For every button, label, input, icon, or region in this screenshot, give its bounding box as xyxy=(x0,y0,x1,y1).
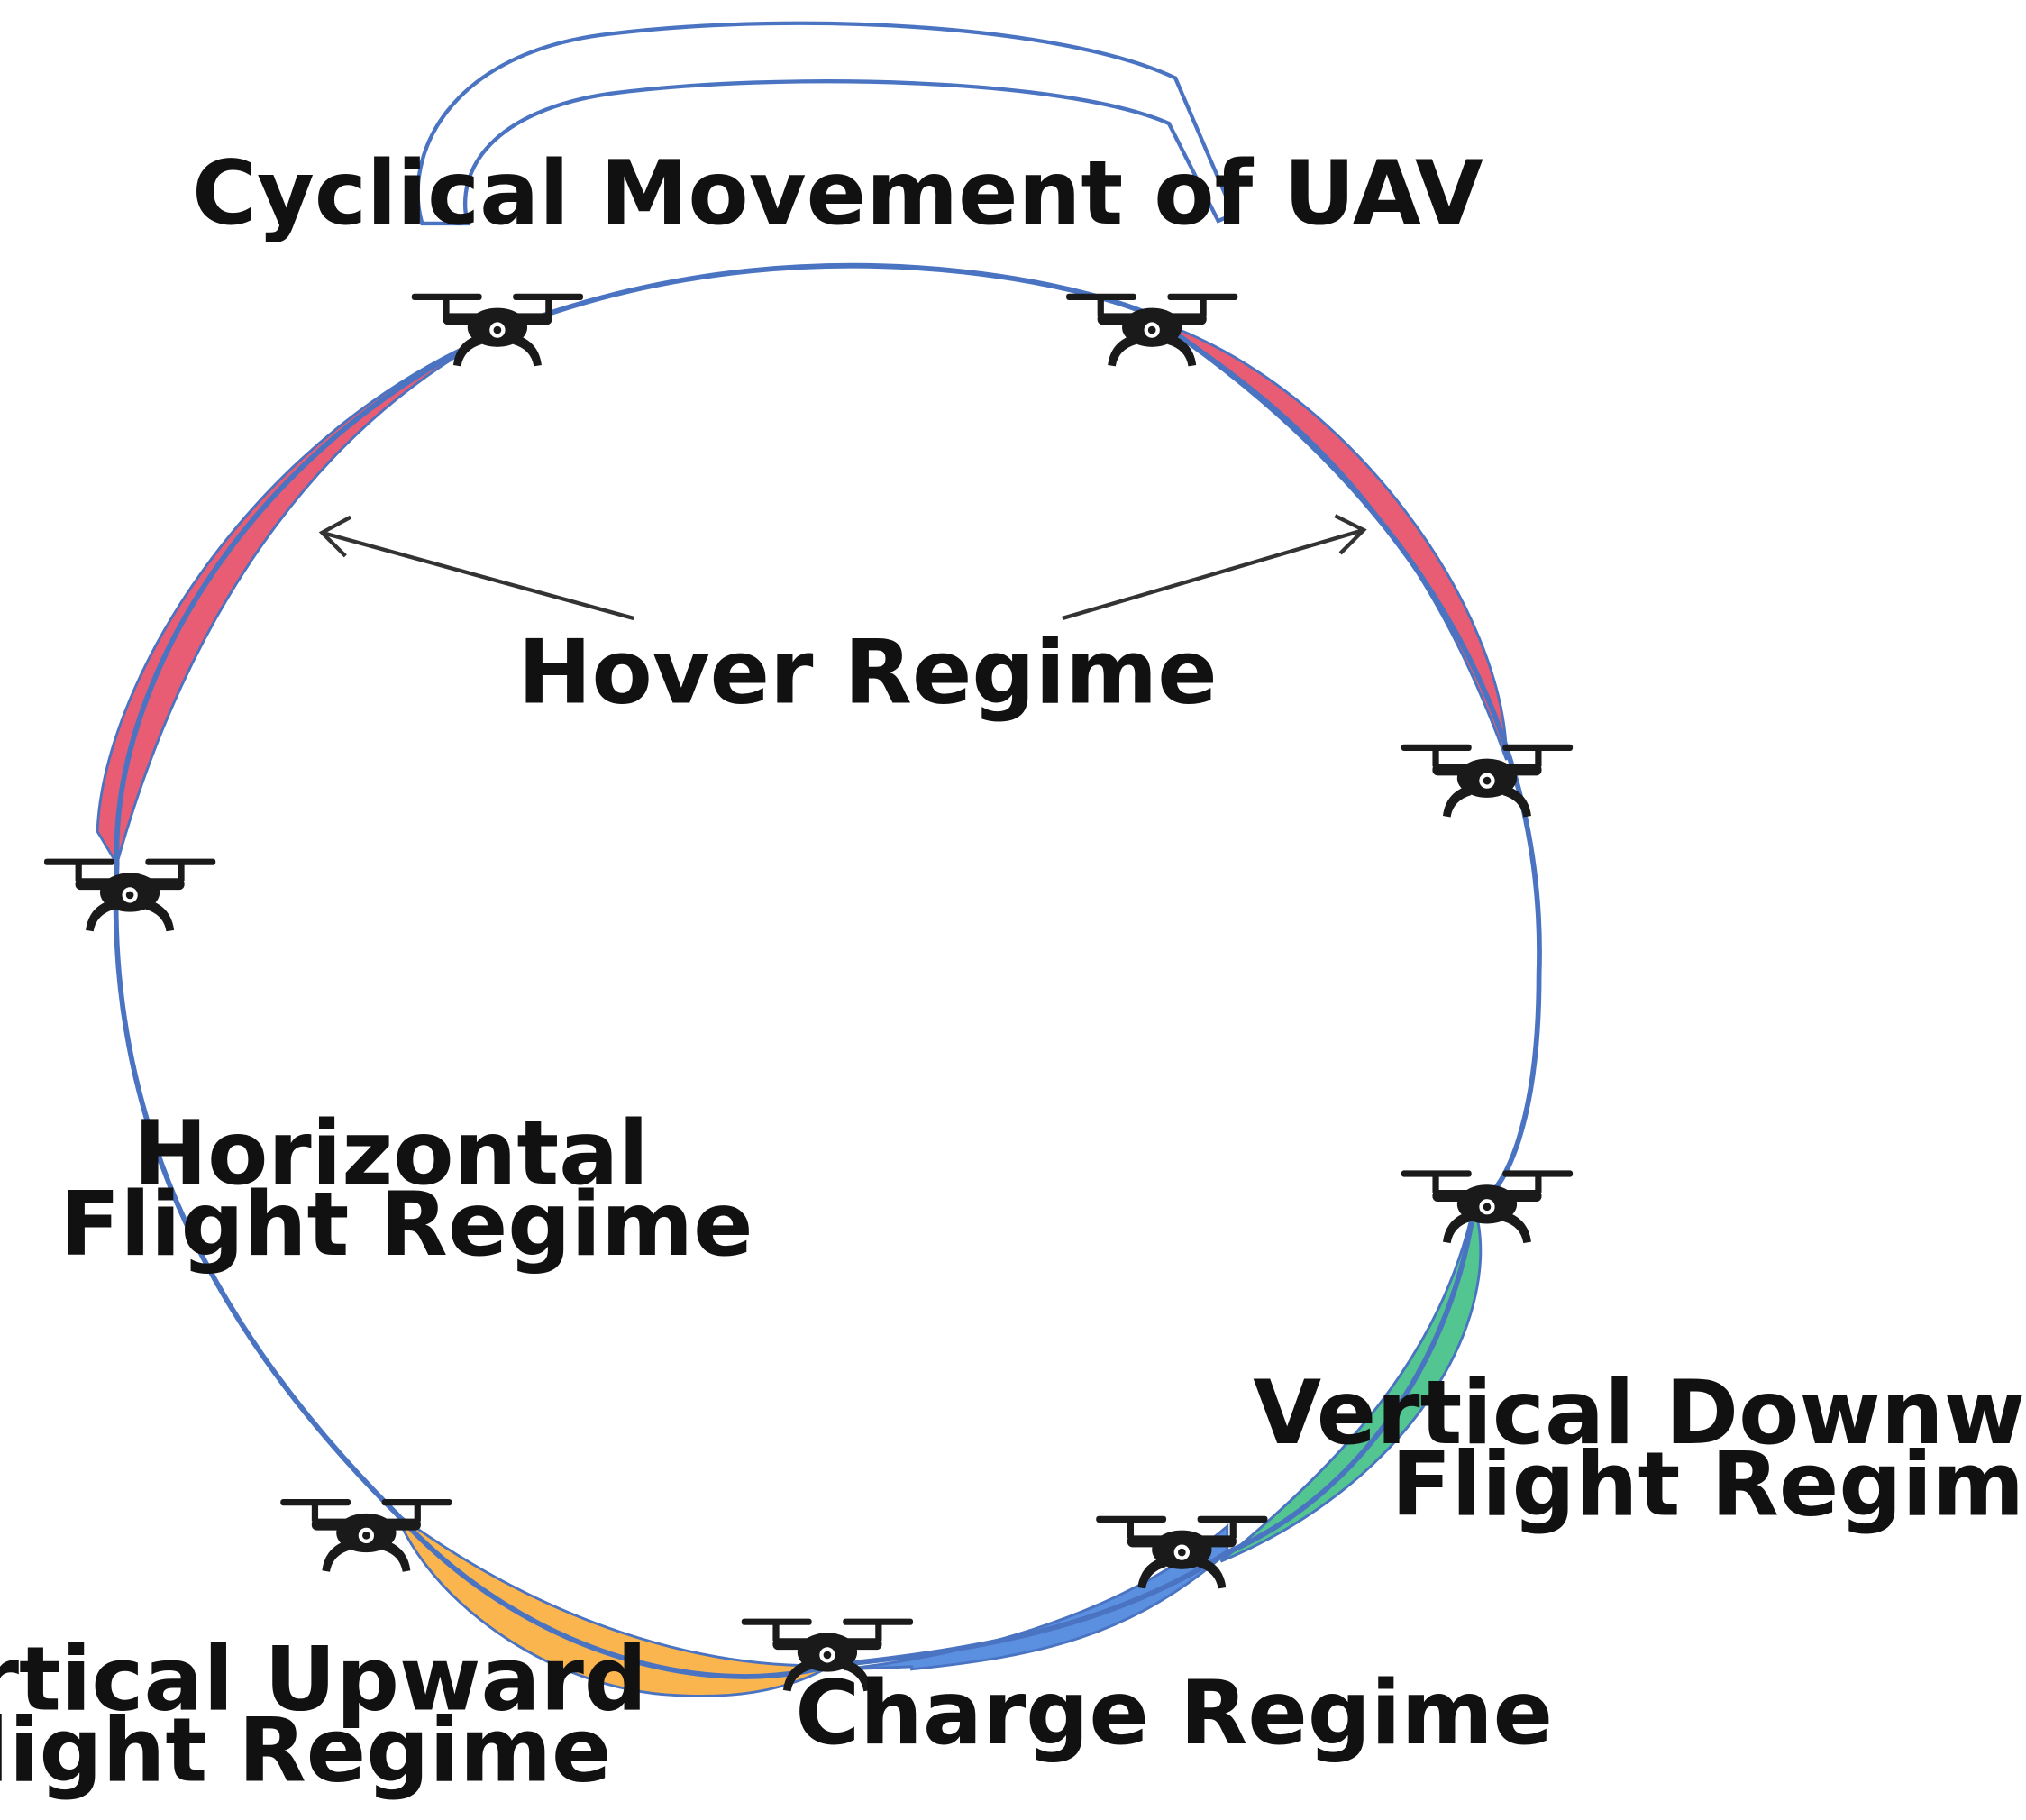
charge-regime-label: Charge Regime xyxy=(795,1662,1553,1765)
horizontal-flight-label: Horizontal Flight Regime xyxy=(60,1102,753,1276)
quadcopter-drone-icon xyxy=(1401,1170,1574,1244)
vertical-downward-band xyxy=(1219,1200,1483,1563)
quadcopter-drone-icon xyxy=(411,293,584,367)
hover-band-right xyxy=(1159,321,1509,761)
cycle-ring xyxy=(113,262,1542,1679)
quadcopter-drone-icon xyxy=(1401,744,1574,818)
vertical-upward-label: Vertical Upward Flight Regime xyxy=(0,1628,678,1802)
diagram-title: Cyclical Movement of UAV xyxy=(192,142,1483,245)
hover-band-left xyxy=(96,330,501,867)
quadcopter-drone-icon xyxy=(43,858,216,932)
cycle-arrow xyxy=(415,21,1237,226)
vertical-downward-label: Vertical Downward Flight Regime xyxy=(1253,1362,2026,1536)
hover-pointer-left xyxy=(318,515,634,621)
hover-regime-label: Hover Regime xyxy=(518,622,1218,725)
hover-pointer-right xyxy=(1062,514,1367,621)
